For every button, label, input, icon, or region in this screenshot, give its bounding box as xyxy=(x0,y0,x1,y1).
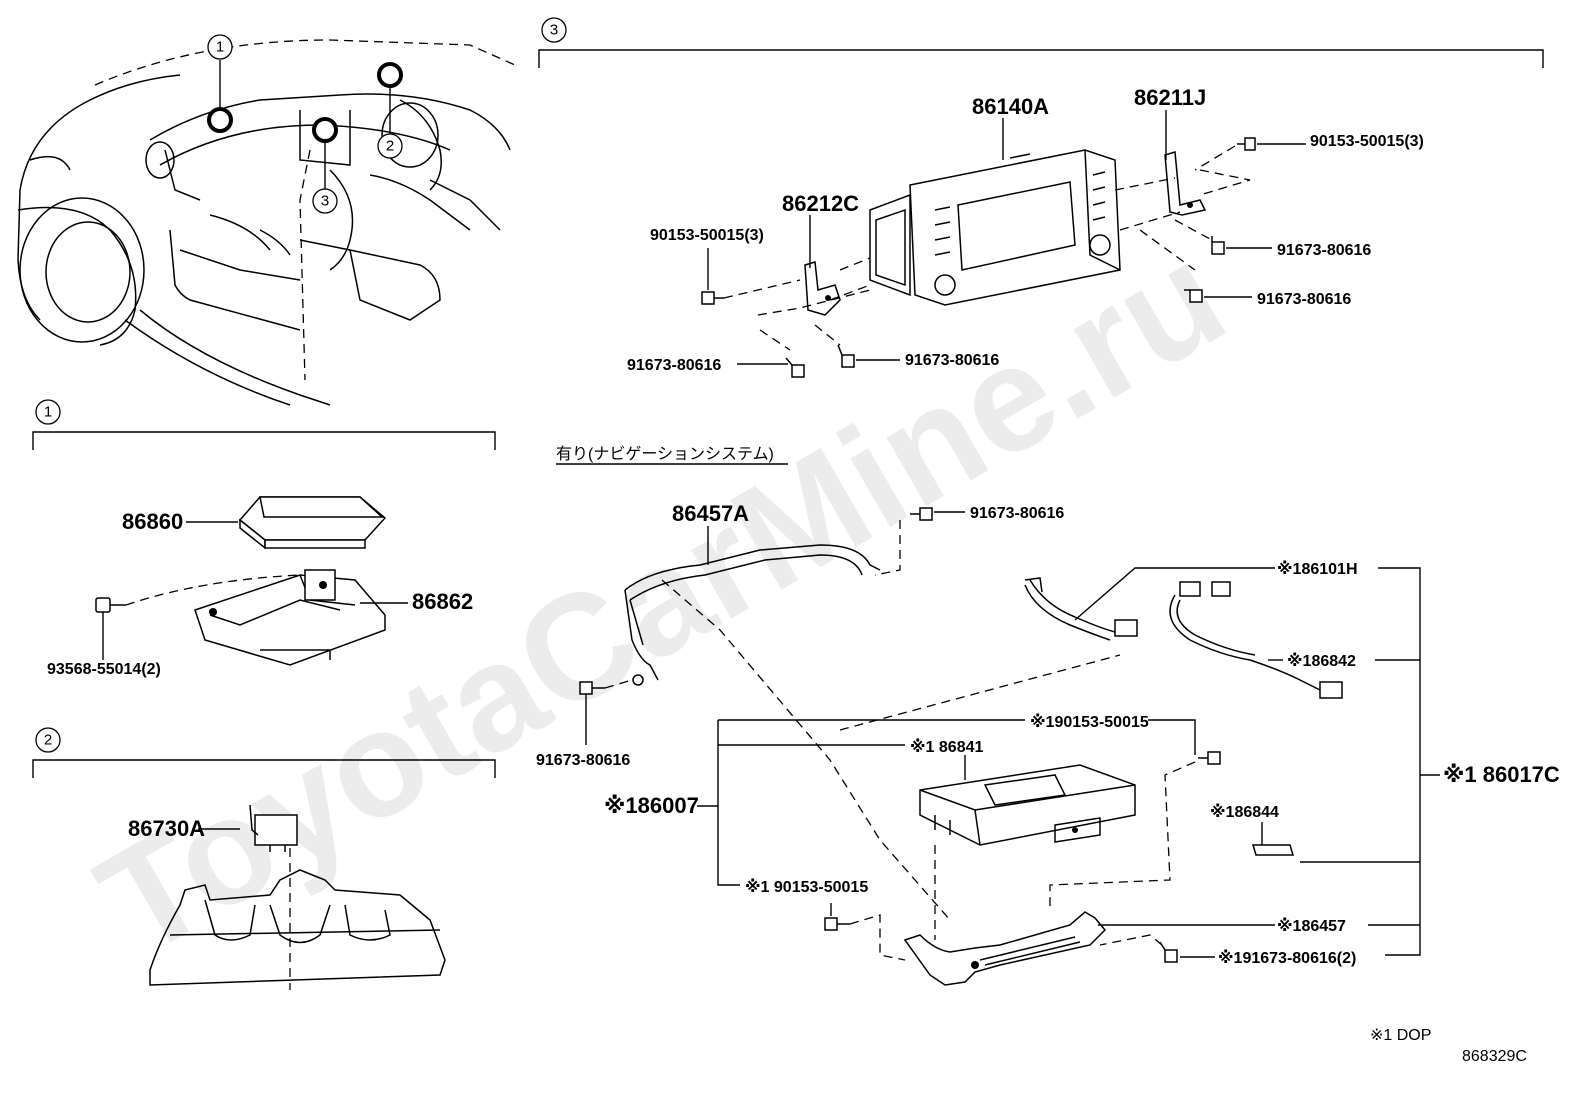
navigation-pad-86844 xyxy=(1251,844,1295,856)
part-label-90153-top: ※190153-50015 xyxy=(1030,713,1149,731)
section-1: 1 86860 86862 93568-5501 xyxy=(32,399,496,678)
airbag-sensor-module xyxy=(238,496,387,550)
part-label-91673-r2: 91673-80616 xyxy=(1257,291,1351,308)
part-label-86457: ※186457 xyxy=(1277,917,1346,935)
vehicle-interior-illustration: 1 2 3 xyxy=(17,34,516,406)
screw-90153-right xyxy=(1237,137,1256,151)
navigation-receiver-unit xyxy=(919,764,1136,846)
screw-91673-bot xyxy=(1159,941,1178,963)
section-2: 2 86730A xyxy=(32,727,496,990)
overview-marker-2: 2 xyxy=(386,138,394,155)
section-2-marker: 2 xyxy=(44,732,52,749)
navigation-cable-86842 xyxy=(1169,581,1343,699)
illustration-code: 868329C xyxy=(1462,1048,1527,1065)
screw-91673-top xyxy=(910,507,933,521)
section-3-marker: 3 xyxy=(550,22,558,39)
part-label-86844: ※186844 xyxy=(1210,803,1279,821)
overhead-console xyxy=(149,848,446,990)
overview-marker-1: 1 xyxy=(216,39,224,56)
navigation-bracket-86457A xyxy=(624,544,881,686)
part-label-86457A: 86457A xyxy=(672,501,749,526)
overview-marker-3: 3 xyxy=(321,193,329,210)
part-label-90153-left: 90153-50015(3) xyxy=(650,227,764,244)
part-label-86211J: 86211J xyxy=(1134,85,1206,110)
screw-90153-bot xyxy=(824,917,850,931)
part-label-91673-bot: ※191673-80616(2) xyxy=(1218,949,1356,967)
section-1-marker: 1 xyxy=(44,404,52,421)
part-label-91673-bm: 91673-80616 xyxy=(905,352,999,369)
part-label-91673-left: 91673-80616 xyxy=(536,752,630,769)
part-label-91673-top: 91673-80616 xyxy=(970,505,1064,522)
screw-91673-r1 xyxy=(1211,236,1225,255)
screw-90153-left xyxy=(701,291,724,305)
screw-91673-bm xyxy=(837,344,855,368)
navigation-bracket-86457 xyxy=(903,911,1107,986)
part-label-90153-right: 90153-50015(3) xyxy=(1310,133,1424,150)
airbag-sensor-bracket xyxy=(194,569,386,666)
part-label-86860: 86860 xyxy=(122,509,183,534)
section-3: 3 86140A 86211J 86212C xyxy=(538,17,1544,378)
part-label-86730A: 86730A xyxy=(128,816,205,841)
part-label-86017C: ※1 86017C xyxy=(1443,762,1560,787)
footer-note: ※1 DOP xyxy=(1370,1027,1431,1044)
navigation-group: 有り(ナビゲーションシステム) 86457A 91673-80616 91673… xyxy=(536,445,1560,986)
part-label-86101H: ※186101H xyxy=(1277,560,1358,578)
screw-91673-r2 xyxy=(1184,289,1203,303)
part-label-91673-r1: 91673-80616 xyxy=(1277,242,1371,259)
left-display-bracket xyxy=(804,261,841,316)
part-label-86842: ※186842 xyxy=(1287,652,1356,670)
screw-91673-bl xyxy=(785,357,805,378)
part-label-86862: 86862 xyxy=(412,589,473,614)
right-display-bracket xyxy=(1164,151,1207,216)
part-label-86140A: 86140A xyxy=(972,94,1049,119)
roof-microphone xyxy=(249,804,298,852)
part-label-91673-bl: 91673-80616 xyxy=(627,357,721,374)
part-label-86007: ※186007 xyxy=(604,793,699,818)
part-label-93568: 93568-55014(2) xyxy=(47,661,161,678)
part-label-90153-bot: ※1 90153-50015 xyxy=(745,878,868,896)
navigation-heading: 有り(ナビゲーションシステム) xyxy=(556,445,774,463)
navigation-cable-86101H xyxy=(1024,577,1138,641)
screw-90153-top xyxy=(1198,751,1221,765)
display-audio-unit xyxy=(869,149,1121,306)
part-label-86212C: 86212C xyxy=(782,191,859,216)
bolt-93568 xyxy=(95,597,126,613)
part-label-86841: ※1 86841 xyxy=(910,738,983,756)
